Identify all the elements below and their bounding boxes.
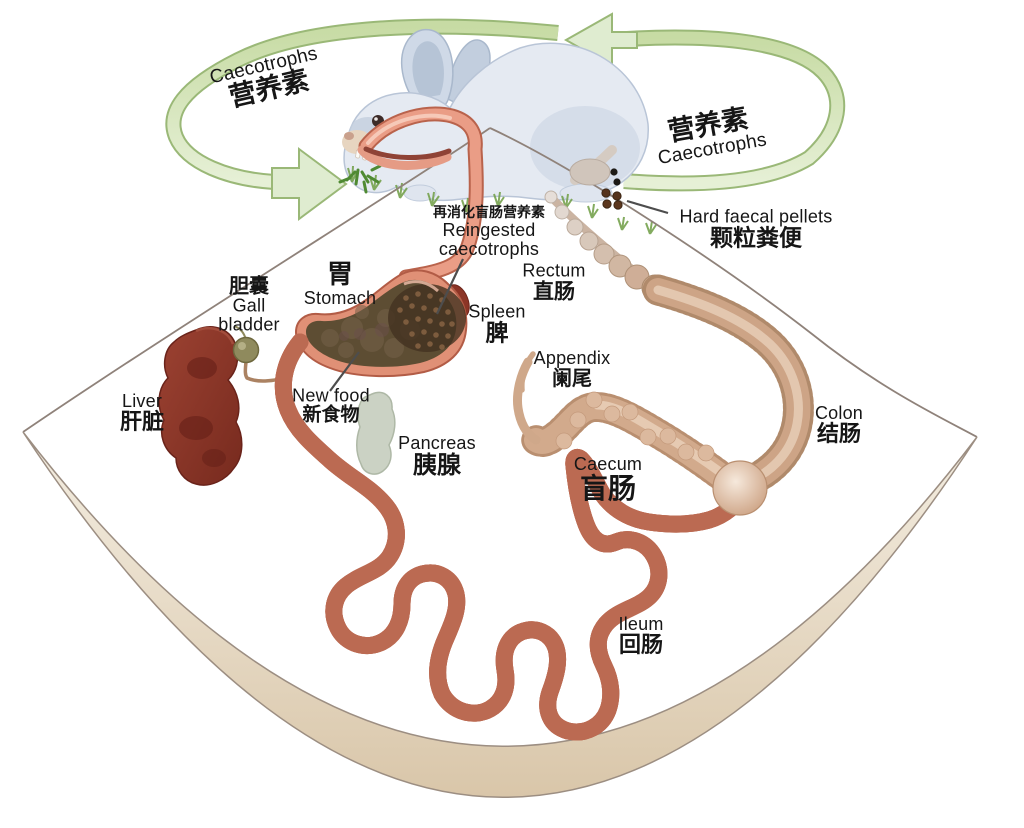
pointer-lines <box>329 199 669 392</box>
label-new-food: New food 新食物 <box>292 385 370 426</box>
liver-organ <box>158 326 243 486</box>
pointer-reingested <box>436 258 464 315</box>
esophagus <box>357 106 484 285</box>
cycle-arrow-right <box>563 12 846 192</box>
small-intestine <box>283 333 751 732</box>
label-colon: Colon 结肠 <box>814 403 864 447</box>
pointer-new-food <box>329 351 360 392</box>
label-spleen: Spleen 脾 <box>468 301 526 347</box>
pancreas-organ <box>356 391 396 475</box>
label-pancreas: Pancreas 胰腺 <box>398 432 476 479</box>
gall-bladder-organ <box>232 325 286 383</box>
label-liver: Liver 肝脏 <box>119 391 165 435</box>
pointer-hard-pellets <box>626 199 669 215</box>
label-caecum: Caecum 盲肠 <box>573 453 643 505</box>
caecotroph-dots-texture <box>397 291 455 350</box>
label-appendix: Appendix 阑尾 <box>533 348 611 390</box>
caecum-organ <box>513 351 768 516</box>
grass-tufts <box>347 165 657 235</box>
label-reingested-caecotrophs: 再消化盲肠营养素 Reingested caecotrophs <box>433 204 545 259</box>
rabbit-mouth-line <box>363 146 452 160</box>
rabbit-jaw <box>357 145 452 170</box>
cycle-arrow-left <box>165 18 559 221</box>
label-ileum: Ileum 回肠 <box>618 614 664 658</box>
label-stomach: 胃 Stomach <box>303 259 377 309</box>
caecum-ampulla <box>712 460 768 516</box>
arrowhead-left-icon <box>271 147 348 221</box>
colon-organ <box>642 274 814 494</box>
stomach-organ <box>294 269 468 378</box>
faecal-pellets <box>601 168 623 210</box>
rabbit-ear-inner <box>412 41 444 98</box>
rabbit-front-paw <box>403 184 437 202</box>
label-rectum: Rectum 直肠 <box>522 260 586 304</box>
rabbit-nose <box>344 132 354 140</box>
label-hard-faecal-pellets: Hard faecal pellets 颗粒粪便 <box>679 206 833 252</box>
label-gall-bladder: 胆囊 Gall bladder <box>218 273 280 335</box>
arrowhead-right-icon <box>563 12 638 68</box>
greens-at-mouth <box>338 164 382 194</box>
disc-rim <box>22 431 978 798</box>
